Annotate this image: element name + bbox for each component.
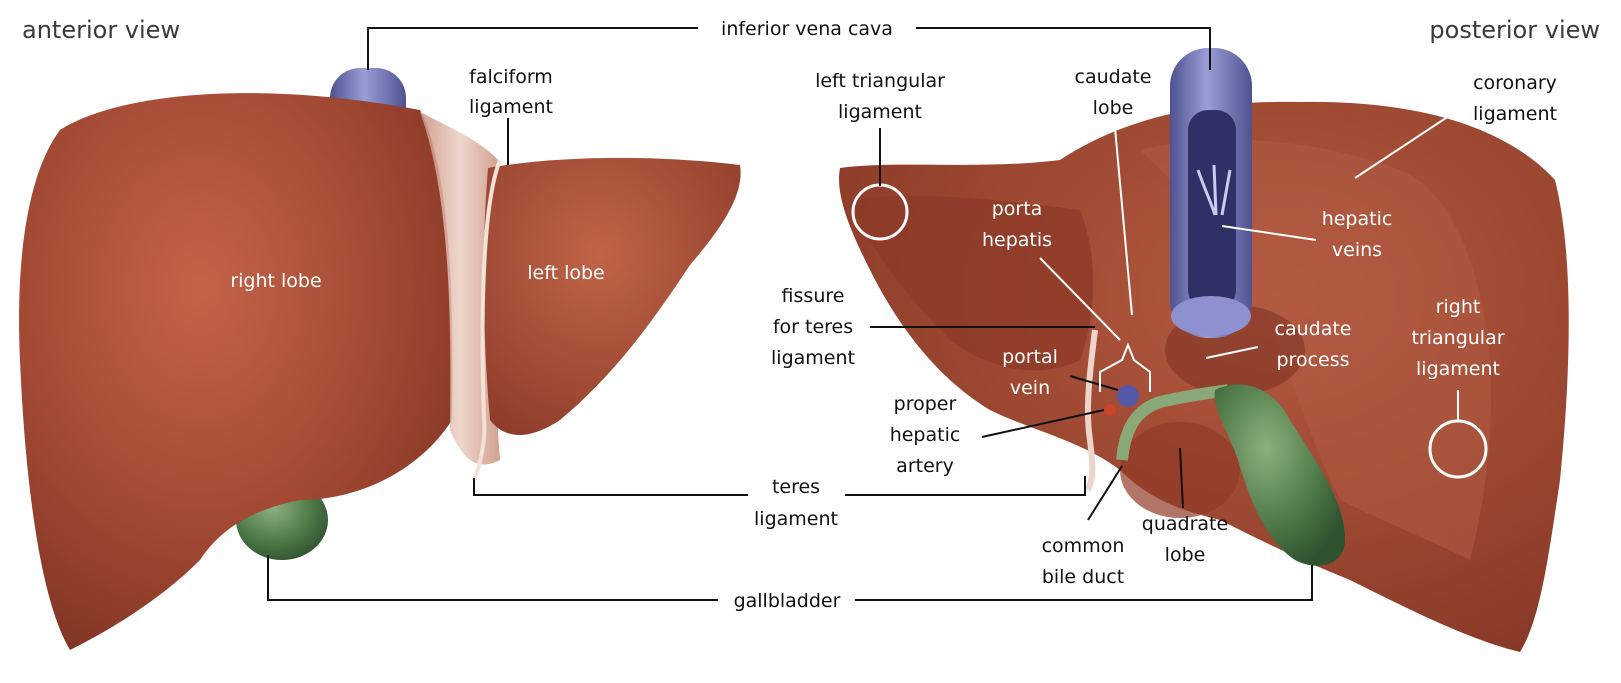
label-left-triangular-ligament-2: ligament: [838, 101, 922, 123]
anterior-liver: [19, 68, 741, 650]
label-portal-vein-2: vein: [1010, 377, 1050, 399]
label-quadrate-lobe-1: quadrate: [1142, 513, 1228, 535]
label-coronary-ligament-1: coronary: [1473, 72, 1557, 94]
posterior-portal-vein: [1117, 385, 1139, 407]
label-right-triangular-2: triangular: [1411, 327, 1504, 349]
label-proper-hepatic-artery-1: proper: [894, 393, 957, 415]
label-right-triangular-3: ligament: [1416, 358, 1500, 380]
label-caudate-lobe-1: caudate: [1075, 66, 1152, 88]
label-caudate-lobe-2: lobe: [1093, 97, 1134, 119]
label-proper-hepatic-artery-3: artery: [896, 455, 954, 477]
label-caudate-process-1: caudate: [1275, 318, 1352, 340]
label-proper-hepatic-artery-2: hepatic: [890, 424, 961, 446]
label-portal-vein-1: portal: [1002, 346, 1058, 368]
label-common-bile-duct-1: common: [1042, 535, 1125, 557]
label-common-bile-duct-2: bile duct: [1042, 566, 1124, 588]
label-porta-hepatis-1: porta: [992, 198, 1043, 220]
label-porta-hepatis-2: hepatis: [982, 229, 1052, 251]
anterior-left-lobe: [484, 158, 741, 435]
label-teres-ligament-1: teres: [772, 476, 820, 498]
label-left-triangular-ligament-1: left triangular: [815, 70, 945, 92]
label-falciform-ligament-1: falciform: [469, 66, 553, 88]
posterior-quadrate-lobe: [1120, 422, 1240, 518]
label-right-lobe: right lobe: [230, 270, 321, 292]
label-fissure-teres-3: ligament: [771, 347, 855, 369]
label-coronary-ligament-2: ligament: [1473, 103, 1557, 125]
label-fissure-teres-1: fissure: [782, 285, 845, 307]
anterior-right-lobe: [19, 93, 452, 650]
anterior-view-title: anterior view: [22, 16, 180, 44]
label-inferior-vena-cava: inferior vena cava: [721, 18, 893, 40]
label-falciform-ligament-2: ligament: [469, 96, 553, 118]
label-hepatic-veins-1: hepatic: [1322, 208, 1393, 230]
label-teres-ligament-2: ligament: [754, 508, 838, 530]
label-hepatic-veins-2: veins: [1332, 239, 1382, 261]
label-caudate-process-2: process: [1276, 349, 1349, 371]
posterior-view-title: posterior view: [1429, 16, 1600, 44]
label-left-lobe: left lobe: [527, 262, 604, 284]
posterior-proper-hepatic-artery: [1104, 404, 1116, 416]
posterior-inferior-vena-cava: [1170, 48, 1252, 338]
label-right-triangular-1: right: [1436, 296, 1481, 318]
label-quadrate-lobe-2: lobe: [1165, 544, 1206, 566]
label-gallbladder: gallbladder: [734, 590, 841, 612]
label-fissure-teres-2: for teres: [773, 316, 853, 338]
